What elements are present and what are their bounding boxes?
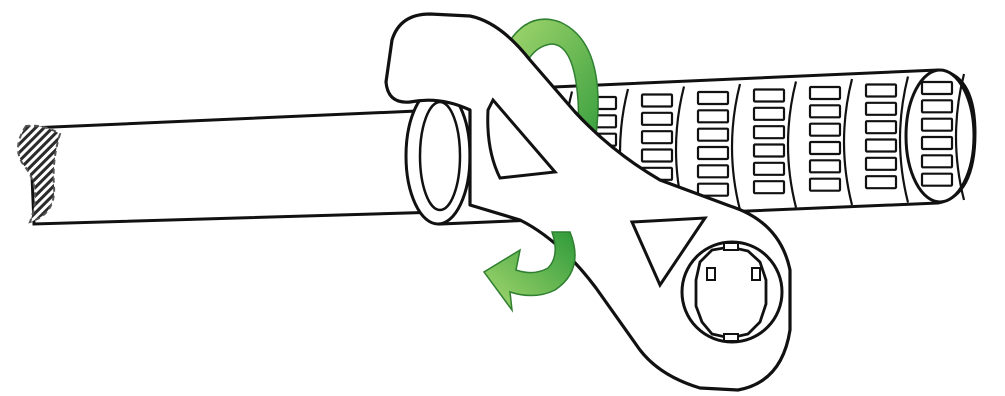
curved-arrow-icon: [484, 232, 575, 310]
wrench-ring-inner: [696, 247, 766, 338]
pipe-body: [30, 110, 440, 224]
rotation-arrow-bottom: [484, 232, 575, 310]
pipe-collar-inner: [420, 102, 460, 210]
pipe: [18, 88, 470, 224]
